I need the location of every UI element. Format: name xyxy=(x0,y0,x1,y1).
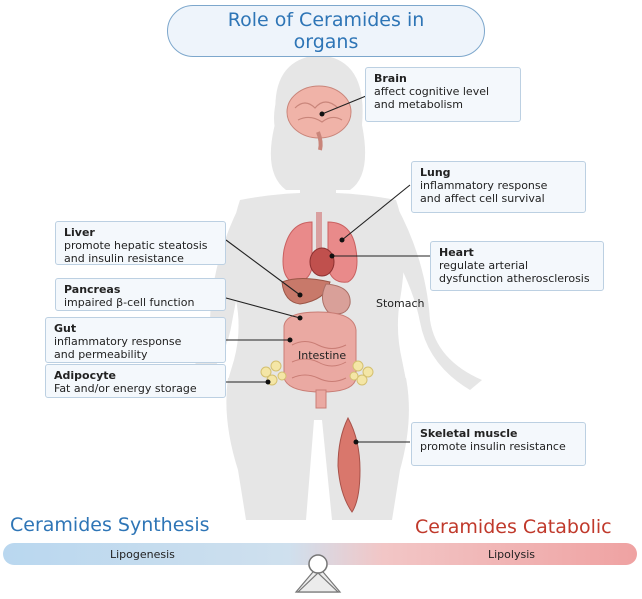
brain-desc-2: and metabolism xyxy=(374,98,463,111)
lipolysis-label: Lipolysis xyxy=(488,548,535,561)
heart-heading: Heart xyxy=(439,246,474,259)
gut-heading: Gut xyxy=(54,322,77,335)
adipocyte-cells xyxy=(260,360,374,386)
heart-desc-2: dysfunction atherosclerosis xyxy=(439,272,590,285)
adipocyte-desc-1: Fat and/or energy storage xyxy=(54,382,197,395)
synthesis-title: Ceramides Synthesis xyxy=(10,514,210,536)
title-pill: Role of Ceramides in organs xyxy=(167,5,485,57)
page-title: Role of Ceramides in organs xyxy=(227,9,425,53)
liver-desc-1: promote hepatic steatosis xyxy=(64,239,208,252)
gut-desc-1: inflammatory response xyxy=(54,335,182,348)
liver-organ xyxy=(281,278,331,305)
skeletal-muscle-heading: Skeletal muscle xyxy=(420,427,518,440)
adipocyte-heading: Adipocyte xyxy=(54,369,116,382)
liver-card: Liver promote hepatic steatosis and insu… xyxy=(55,221,226,265)
lungs-organ xyxy=(282,212,358,283)
heart-card: Heart regulate arterial dysfunction athe… xyxy=(430,241,604,291)
heart-desc-1: regulate arterial xyxy=(439,259,529,272)
gut-card: Gut inflammatory response and permeabili… xyxy=(45,317,226,363)
brain-heading: Brain xyxy=(374,72,407,85)
balance-bar xyxy=(3,543,637,565)
adipocyte-card: Adipocyte Fat and/or energy storage xyxy=(45,364,226,398)
liver-desc-2: and insulin resistance xyxy=(64,252,184,265)
connector-lines xyxy=(225,95,430,443)
lung-desc-1: inflammatory response xyxy=(420,179,548,192)
intestine-label: Intestine xyxy=(298,349,347,362)
stomach-label: Stomach xyxy=(376,297,425,310)
lung-card: Lung inflammatory response and affect ce… xyxy=(411,161,586,213)
brain-desc-1: affect cognitive level xyxy=(374,85,490,98)
pancreas-desc-1: impaired β-cell function xyxy=(64,296,195,309)
catabolic-title: Ceramides Catabolic xyxy=(415,516,612,538)
lung-desc-2: and affect cell survival xyxy=(420,192,545,205)
liver-heading: Liver xyxy=(64,226,95,239)
lung-heading: Lung xyxy=(420,166,451,179)
pancreas-card: Pancreas impaired β-cell function xyxy=(55,278,226,311)
brain-organ xyxy=(286,85,352,151)
skeletal-muscle-desc-1: promote insulin resistance xyxy=(420,440,566,453)
heart-organ xyxy=(309,247,335,277)
brain-card: Brain affect cognitive level and metabol… xyxy=(365,67,521,122)
skeletal-muscle-card: Skeletal muscle promote insulin resistan… xyxy=(411,422,586,466)
pancreas-heading: Pancreas xyxy=(64,283,121,296)
lipogenesis-label: Lipogenesis xyxy=(110,548,175,561)
stomach-organ xyxy=(322,283,351,315)
gut-desc-2: and permeability xyxy=(54,348,148,361)
